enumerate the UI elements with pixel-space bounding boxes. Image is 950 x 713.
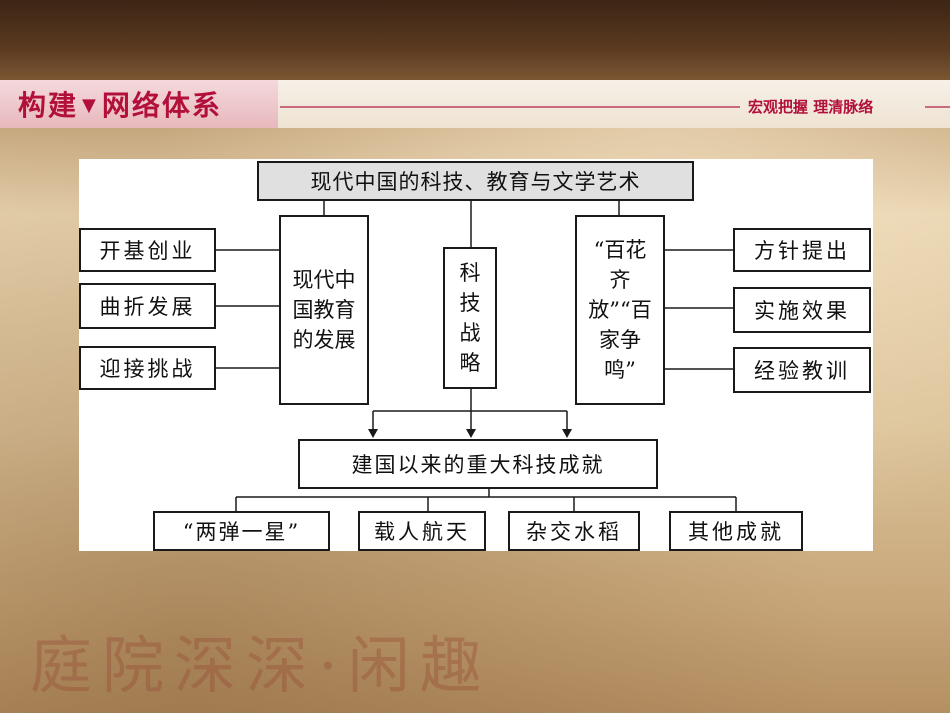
concept-map: 现代中国的科技、教育与文学艺术 开基创业 曲折发展 迎接挑战 现代中国教育的发展… — [79, 159, 873, 551]
root-node: 现代中国的科技、教育与文学艺术 — [257, 161, 694, 201]
right-item-2: 实施效果 — [733, 287, 871, 333]
left-center-node: 现代中国教育的发展 — [279, 215, 369, 405]
achievement-2: 载人航天 — [358, 511, 486, 551]
footer-calligraphy: 庭院深深·闲趣 — [30, 629, 492, 702]
top-band — [0, 0, 950, 80]
section-title: 构建▼网络体系 — [18, 84, 222, 124]
background-texture — [60, 36, 64, 52]
section-banner-tab — [0, 80, 278, 128]
connector-lines — [216, 199, 737, 511]
result-node: 建国以来的重大科技成就 — [298, 439, 658, 489]
section-title-left: 构建 — [18, 89, 79, 122]
middle-center-node: 科技战略 — [443, 247, 497, 389]
section-title-right: 网络体系 — [101, 89, 222, 122]
banner-divider-end — [925, 106, 950, 108]
triangle-marker-icon: ▼ — [82, 95, 98, 116]
achievement-4: 其他成就 — [669, 511, 803, 551]
left-item-1: 开基创业 — [79, 228, 216, 272]
achievement-3: 杂交水稻 — [508, 511, 640, 551]
section-subtitle: 宏观把握 理清脉络 — [748, 98, 874, 116]
banner-divider — [280, 106, 740, 108]
achievement-1: “两弹一星” — [153, 511, 330, 551]
left-item-3: 迎接挑战 — [79, 346, 216, 390]
right-item-3: 经验教训 — [733, 347, 871, 393]
left-item-2: 曲折发展 — [79, 283, 216, 329]
right-center-node: “百花齐放”“百家争鸣” — [575, 215, 665, 405]
right-item-1: 方针提出 — [733, 228, 871, 272]
